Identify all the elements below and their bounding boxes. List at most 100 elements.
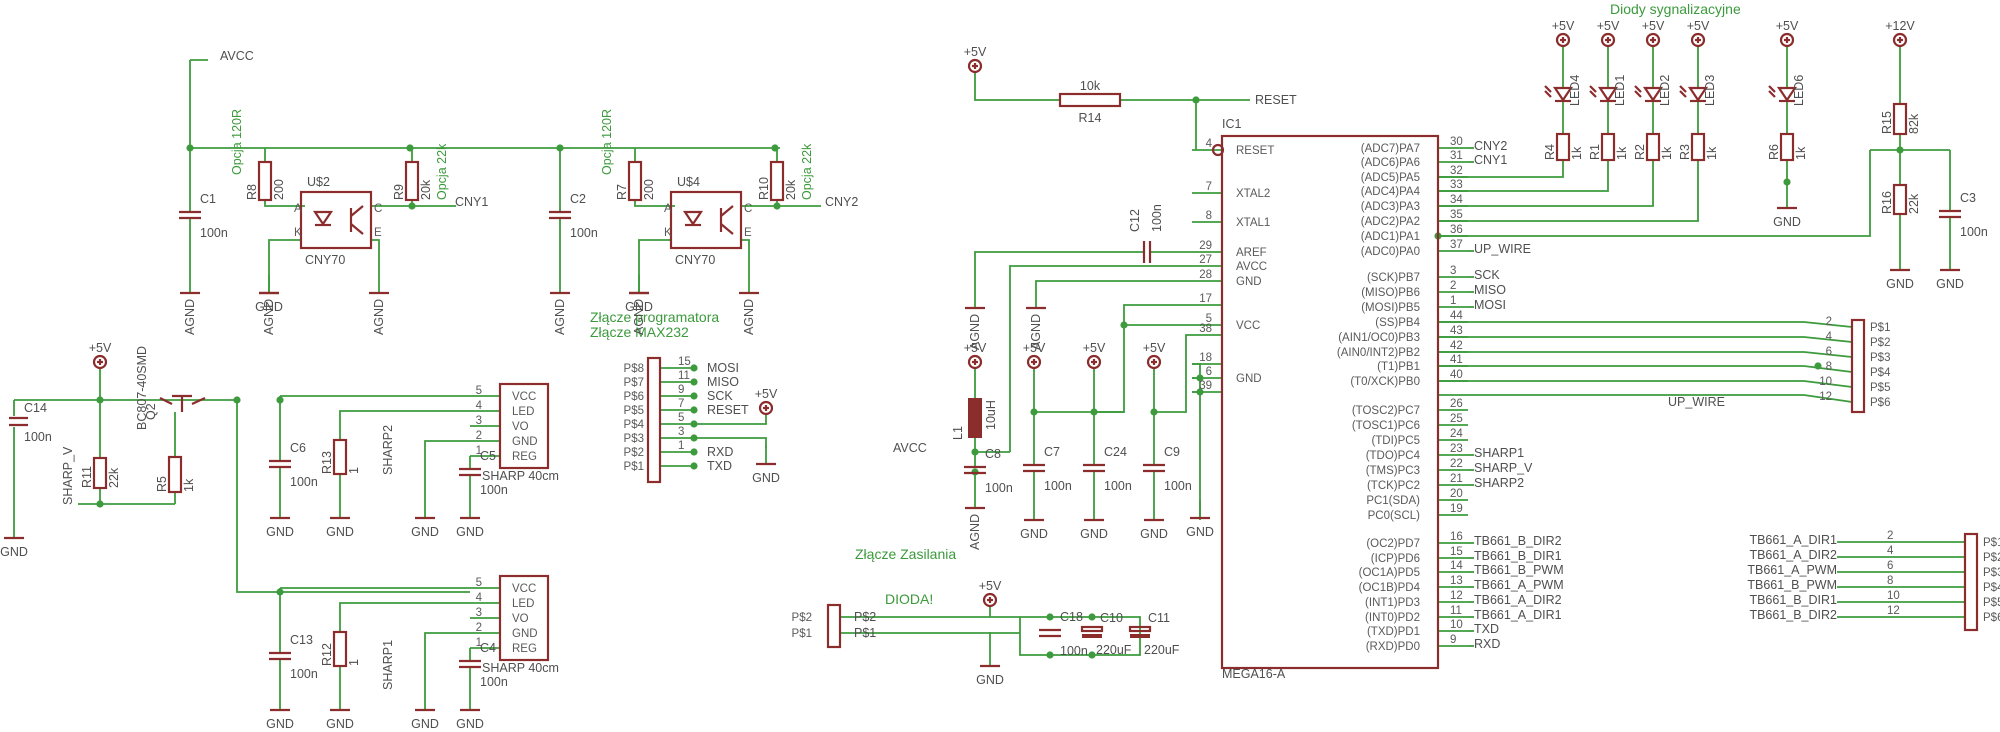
mcu-pin-name: (T1)PB1: [1377, 361, 1420, 373]
header-pin-number: 5: [678, 412, 684, 424]
header-pin-number: 6: [1826, 346, 1832, 358]
header-pin-number: 8: [1826, 361, 1832, 373]
mcu-pin-number: 28: [1199, 269, 1212, 281]
wire: [1192, 363, 1201, 520]
wire: [371, 239, 380, 275]
res-ref: R8: [245, 184, 259, 200]
transistor-value: BC807-40SMD: [135, 346, 149, 430]
res-ref: R3: [1678, 144, 1692, 160]
res-value: 1k: [1660, 146, 1674, 160]
gnd-label: GND: [625, 300, 653, 314]
res-ref: R2: [1633, 144, 1647, 160]
mcu-pin-number: 32: [1450, 165, 1463, 177]
resistor: [1690, 132, 1706, 162]
junction: [690, 462, 698, 470]
wire: [1438, 394, 1853, 403]
header-pin-label: P$6: [1983, 612, 2000, 624]
junction: [1814, 362, 1822, 370]
res-ref: R1: [1588, 144, 1602, 160]
header-pin-label: P$3: [624, 433, 644, 445]
optocoupler-cny70: [720, 205, 734, 217]
mcu-pin-number: 19: [1450, 503, 1463, 515]
header-pin-label: P$5: [1983, 597, 2000, 609]
led-icon: [1589, 90, 1597, 98]
header-pin-number: 8: [1887, 575, 1893, 587]
res-value: 22k: [107, 467, 121, 488]
mcu-net-label: SCK: [1474, 268, 1500, 282]
led-icon: [1642, 86, 1664, 102]
res-value: 1k: [1705, 146, 1719, 160]
wire: [1035, 280, 1192, 290]
header-net-label: SCK: [707, 389, 733, 403]
led-icon: [1768, 90, 1776, 98]
sharp-pin-name: REG: [512, 451, 537, 463]
led-ref: LED4: [1568, 75, 1582, 106]
mcu-pin-number: 12: [1450, 590, 1463, 602]
mcu-reset-invert: [1211, 143, 1225, 157]
pin-k-label: K: [664, 227, 672, 239]
wire: [424, 440, 470, 500]
supply-label: +5V: [979, 579, 1002, 593]
sharp-pin-name: VCC: [512, 583, 536, 595]
mcu-pin-number: 1: [1450, 295, 1456, 307]
res-value: 200: [642, 179, 656, 200]
led-icon: [1552, 86, 1574, 102]
header-pin-label: P$6: [624, 391, 644, 403]
mcu-pin-name: (OC1B)PD4: [1359, 582, 1421, 594]
mcu-pin-name: AVCC: [1236, 261, 1267, 273]
supply-label: +5V: [1083, 341, 1106, 355]
wire: [339, 602, 470, 632]
supply-label: +5V: [1143, 341, 1166, 355]
mcu-pin-name: (ADC2)PA2: [1361, 216, 1420, 228]
res-value: 200: [272, 179, 286, 200]
res-value: 1k: [1570, 146, 1584, 160]
cap-ref: C6: [290, 441, 306, 455]
res-ref: R13: [320, 451, 334, 474]
optocoupler-cny70: [350, 205, 364, 217]
mcu-pin-name: RESET: [1236, 145, 1274, 157]
cap-value: 100n: [1044, 479, 1072, 493]
pin-k-label: K: [294, 227, 302, 239]
electrolytic-capacitor: [1082, 634, 1102, 638]
optocoupler-name: CNY70: [675, 253, 715, 267]
res-ref: R10: [757, 177, 771, 200]
led-icon: [1687, 86, 1709, 102]
mcu-net-label: CNY1: [1474, 153, 1507, 167]
mcu-pin-number: 4: [1206, 138, 1213, 150]
optocoupler-name: CNY70: [305, 253, 345, 267]
mcu-pin-name: XTAL2: [1236, 188, 1270, 200]
agnd-label: AGND: [968, 314, 982, 350]
gnd-label: GND: [1886, 277, 1914, 291]
header-pin-label: P$1: [1983, 537, 2000, 549]
header-net-label: TB661_B_PWM: [1747, 578, 1837, 592]
cap-value: 100n: [290, 667, 318, 681]
cap-ref: C10: [1100, 611, 1123, 625]
header-pin-number: 4: [1887, 545, 1894, 557]
mcu-net-label: TB661_A_DIR1: [1474, 608, 1562, 622]
connector-pin-label: P$2: [854, 610, 876, 624]
mcu-pin-name: (TDI)PC5: [1371, 435, 1420, 447]
mcu-pin-name: GND: [1236, 276, 1262, 288]
supply-label: +12V: [1885, 19, 1915, 33]
cap-value: 100n: [480, 483, 508, 497]
header-pin-label: P$2: [1870, 337, 1890, 349]
electrolytic-capacitor: [1080, 625, 1104, 633]
optocoupler-cny70: [720, 223, 734, 235]
led-ref: LED1: [1613, 75, 1627, 106]
mcu-body: [1220, 134, 1440, 670]
mcu-pin-number: 5: [1206, 313, 1212, 325]
junction: [1120, 321, 1128, 329]
resistor: [332, 438, 348, 476]
junction: [1196, 388, 1204, 396]
wire: [1438, 380, 1853, 388]
supply-symbol: [1645, 32, 1661, 48]
res-ref: R7: [615, 184, 629, 200]
resistor: [1555, 132, 1571, 162]
wire: [1019, 616, 1141, 656]
junction: [690, 448, 698, 456]
resistor: [92, 456, 108, 490]
mcu-pin-number: 3: [1450, 265, 1456, 277]
header-net-label: TB661_A_DIR2: [1749, 548, 1837, 562]
supply-label: +5V: [1552, 19, 1575, 33]
mcu-pin-name: PC0(SCL): [1368, 510, 1421, 522]
